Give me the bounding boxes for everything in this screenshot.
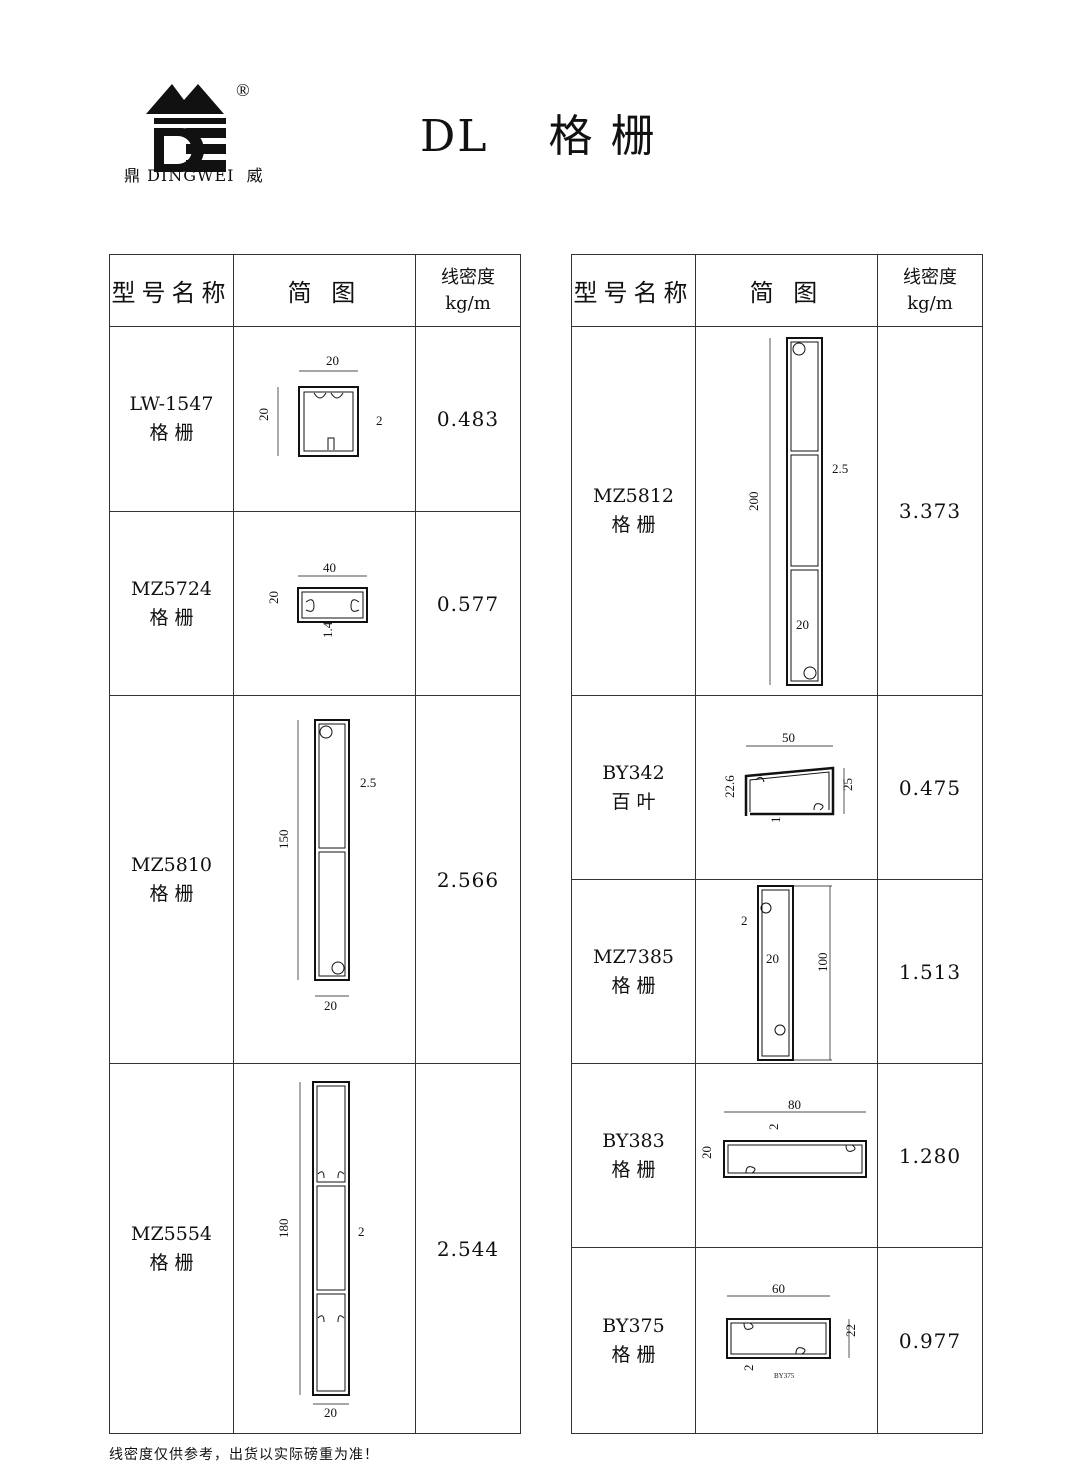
density-value: 2.566 [416, 696, 520, 1064]
svg-text:60: 60 [772, 1281, 785, 1296]
dingwei-logo: ® [146, 80, 250, 172]
svg-text:150: 150 [276, 830, 291, 850]
svg-text:1: 1 [768, 817, 783, 824]
svg-text:20: 20 [256, 408, 271, 421]
title-name: 格 栅 [548, 111, 657, 162]
title-code: DL [420, 111, 489, 162]
svg-text:22: 22 [843, 1324, 858, 1337]
svg-text:20: 20 [324, 998, 337, 1013]
profile-diagram: 80 2 20 [696, 1064, 878, 1248]
profile-diagram: 50 22.6 25 1 [696, 696, 878, 880]
svg-text:20: 20 [266, 591, 281, 604]
profile-diagram: 200 2.5 20 [696, 327, 878, 696]
svg-text:25: 25 [840, 778, 855, 791]
svg-text:180: 180 [276, 1219, 291, 1239]
svg-text:2.5: 2.5 [832, 461, 848, 476]
svg-text:2: 2 [766, 1124, 781, 1131]
svg-text:2: 2 [741, 1365, 756, 1372]
svg-text:2: 2 [741, 913, 748, 928]
svg-text:20: 20 [699, 1146, 714, 1159]
svg-text:200: 200 [746, 492, 761, 512]
header-density: 线密度 kg/m [416, 255, 520, 327]
svg-text:50: 50 [782, 730, 795, 745]
profile-diagram: 2.5 150 20 [234, 696, 416, 1064]
svg-text:22.6: 22.6 [722, 775, 737, 798]
svg-text:100: 100 [815, 953, 830, 973]
svg-text:1.4: 1.4 [320, 621, 335, 638]
profile-diagram: 40 20 1.4 [234, 512, 416, 696]
density-value: 2.544 [436, 1236, 500, 1261]
density-label: 线密度 [441, 266, 495, 288]
header-model: 型号名称 [572, 255, 696, 327]
profile-diagram: 2 20 100 [696, 880, 878, 1064]
svg-text:2.5: 2.5 [360, 775, 376, 790]
header-diagram: 简 图 [234, 255, 416, 327]
svg-text:40: 40 [323, 560, 336, 575]
svg-text:BY375: BY375 [774, 1372, 795, 1380]
page-title: DL 格 栅 [420, 100, 717, 164]
density-value: 0.483 [416, 327, 520, 512]
profile-diagram: 20 20 2 [234, 327, 416, 512]
svg-text:2: 2 [358, 1224, 365, 1239]
profile-diagram: 180 2 20 [234, 1064, 416, 1433]
density-value: 0.977 [898, 1328, 962, 1353]
svg-text:20: 20 [326, 353, 339, 368]
density-value: 3.373 [878, 327, 982, 696]
header-model: 型号名称 [110, 255, 234, 327]
svg-text:20: 20 [324, 1405, 337, 1420]
header-diagram: 简 图 [696, 255, 878, 327]
svg-text:80: 80 [788, 1097, 801, 1112]
density-value: 1.513 [878, 880, 982, 1064]
svg-text:20: 20 [796, 617, 809, 632]
svg-text:20: 20 [766, 951, 779, 966]
density-unit: kg/m [445, 292, 491, 314]
density-value: 1.280 [878, 1064, 982, 1248]
brand-name: 鼎 DINGWEI 威 [124, 166, 264, 185]
svg-text:2: 2 [376, 413, 383, 428]
footer-note: 线密度仅供参考，出货以实际磅重为准！ [109, 1447, 379, 1463]
density-value: 0.577 [416, 512, 520, 696]
density-value: 0.475 [878, 696, 982, 880]
svg-text:®: ® [236, 80, 250, 100]
